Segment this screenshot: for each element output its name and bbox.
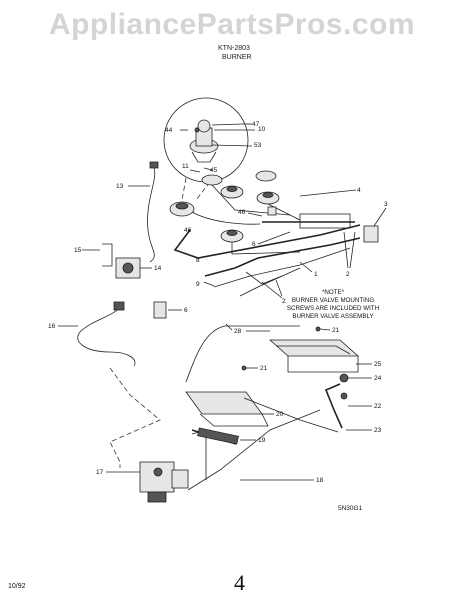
callout-label: 4 [357, 187, 361, 194]
callout-28: 28 [234, 328, 270, 335]
callout-47: 47 [242, 121, 260, 128]
callout-label: 28 [234, 328, 242, 335]
callout-label: 47 [252, 121, 260, 128]
callout-label: 15 [74, 247, 82, 254]
diagram-code: 5N30G1 [338, 505, 363, 512]
note-line: BURNER VALVE ASSEMBLY [292, 313, 374, 320]
callout-label: 53 [254, 142, 262, 149]
callout-label: 6 [252, 241, 256, 248]
bake-burner [191, 427, 239, 480]
small-component [153, 301, 167, 319]
callout-label: 2 [346, 271, 350, 278]
callout-label: 11 [182, 163, 189, 170]
callout-8: 8 [196, 257, 200, 264]
callout-53: 53 [254, 142, 262, 149]
callout-label: 23 [374, 427, 382, 434]
power-cable [77, 305, 136, 367]
bracket [102, 243, 113, 267]
ignitor-wire [147, 167, 156, 263]
pressure-regulator [139, 461, 189, 503]
bake-gas-tube [187, 409, 321, 491]
callout-label: 8 [196, 257, 200, 264]
callout-15: 15 [74, 247, 100, 254]
burner-tube [324, 383, 343, 429]
spark-switch [363, 225, 379, 243]
callout-label: 20 [276, 411, 284, 418]
callout-label: 22 [374, 403, 382, 410]
callout-label: 46 [184, 227, 192, 234]
mounting-note: *NOTE* BURNER VALVE MOUNTING SCREWS ARE … [268, 289, 398, 321]
callout-22: 22 [348, 403, 382, 410]
callout-24: 24 [348, 375, 382, 382]
callout-6a: 6 [252, 231, 291, 248]
oven-gas-tube [185, 325, 300, 383]
model-number: KTN-2803 [218, 45, 250, 52]
callout-label: 19 [258, 437, 266, 444]
section-title: BURNER [222, 54, 252, 61]
callout-label: 25 [374, 361, 382, 368]
burner-detail-circle [163, 97, 255, 183]
callout-6b: 6 [168, 307, 188, 314]
callout-label: 24 [374, 375, 382, 382]
callout-label: 3 [384, 201, 388, 208]
callout-label: 13 [116, 183, 124, 190]
callout-21a: 21 [315, 326, 340, 334]
spark-module [115, 257, 141, 279]
surface-burner-rear [201, 170, 280, 205]
callout-19: 19 [240, 437, 266, 444]
callout-label: 18 [316, 477, 324, 484]
note-line: SCREWS ARE INCLUDED WITH [286, 305, 380, 312]
callout-11: 11 [182, 163, 189, 170]
callout-25: 25 [356, 361, 382, 368]
callout-20: 20 [262, 411, 284, 418]
callout-16: 16 [48, 323, 78, 330]
callout-3: 3 [373, 201, 388, 227]
callout-label: 45 [210, 167, 218, 174]
page-mark: 4 [234, 570, 245, 595]
callout-14: 14 [140, 265, 162, 272]
callout-label: 10 [258, 126, 266, 133]
callout-18: 18 [240, 477, 324, 484]
callout-label: 2 [282, 298, 286, 305]
watermark: AppliancePartsPros.com [48, 8, 416, 41]
callout-label: 9 [196, 281, 200, 288]
callout-45: 45 [210, 167, 218, 174]
callout-46a: 46 [238, 209, 263, 217]
callout-label: 6 [184, 307, 188, 314]
broil-burner [268, 339, 360, 373]
callout-46b: 46 [184, 227, 192, 234]
callout-9: 9 [196, 281, 215, 288]
callout-label: 17 [96, 469, 104, 476]
note-line: BURNER VALVE MOUNTING [291, 297, 375, 304]
note-title: *NOTE* [321, 289, 344, 296]
surface-burner-center [220, 229, 244, 243]
manifold-and-tubes [173, 184, 361, 297]
callout-label: 21 [332, 327, 340, 334]
bake-burner-tray [185, 391, 269, 427]
callout-10: 10 [258, 126, 266, 133]
callout-label: 14 [154, 265, 162, 272]
callout-44: 44 [165, 127, 173, 134]
revision-date: 10/92 [8, 583, 26, 590]
callout-21b: 21 [241, 365, 268, 372]
callout-2b: 2 [261, 279, 286, 305]
callout-label: 21 [260, 365, 268, 372]
callout-label: 46 [238, 209, 246, 216]
callout-label: 16 [48, 323, 56, 330]
surface-burner-left [169, 201, 195, 217]
callout-23: 23 [346, 427, 382, 434]
callout-2a: 2 [343, 231, 356, 278]
callout-13: 13 [116, 183, 150, 190]
callout-17: 17 [96, 469, 140, 476]
callout-4: 4 [299, 187, 361, 197]
callout-label: 1 [314, 271, 318, 278]
callout-1: 1 [299, 261, 318, 278]
callout-label: 44 [165, 127, 173, 134]
